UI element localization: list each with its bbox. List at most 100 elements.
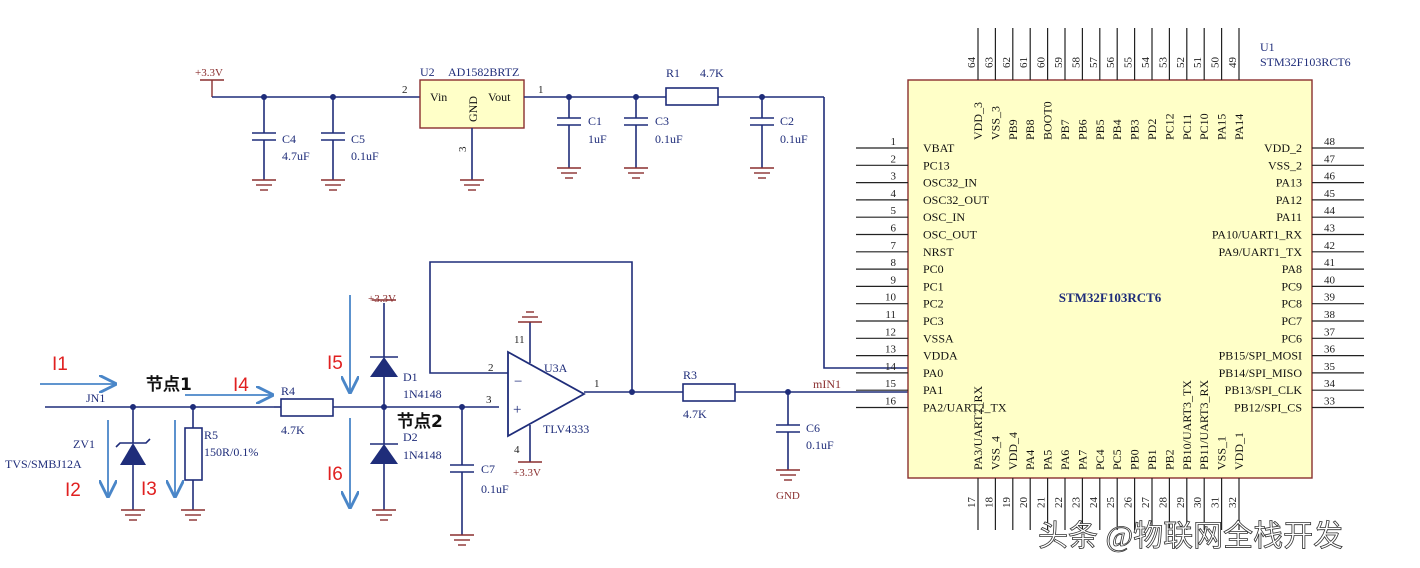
u1-part: STM32F103RCT6	[1260, 55, 1351, 69]
gnd-label: GND	[776, 490, 800, 502]
mcu-pin-name: PA5	[1041, 450, 1055, 470]
mcu-pin-name: PC0	[923, 262, 944, 276]
mcu-pin-name: PB10/UART3_TX	[1180, 380, 1194, 470]
mcu-pin-number: 62	[1001, 57, 1013, 68]
mcu-pin-number: 39	[1324, 292, 1336, 304]
c6-value: 0.1uF	[806, 438, 834, 452]
mcu-pin-number: 46	[1324, 171, 1336, 183]
mcu-pin-number: 13	[885, 344, 897, 356]
mcu-pin-number: 14	[885, 361, 897, 373]
mcu-pin-name: OSC32_IN	[923, 176, 977, 190]
mcu-pin-name: PB2	[1162, 449, 1176, 470]
mcu-pin-name: PA7	[1075, 450, 1089, 470]
mcu-pin-name: PC2	[923, 297, 944, 311]
mcu-pin-number: 16	[885, 396, 897, 408]
mcu-pin-number: 57	[1088, 57, 1100, 69]
mcu-pin-number: 47	[1324, 153, 1336, 165]
mcu-pin-number: 61	[1018, 57, 1030, 68]
mcu-pin-number: 25	[1105, 497, 1117, 509]
mcu-pin-name: PB4	[1110, 119, 1124, 140]
mcu-pin-name: VBAT	[923, 141, 955, 155]
mcu-pin-number: 38	[1324, 309, 1336, 321]
mcu-pin-number: 54	[1140, 57, 1152, 69]
d1-33v-label: +3.3V	[368, 293, 396, 305]
tvs-diode-zv1: ZV1 TVS/SMBJ12A	[5, 407, 151, 521]
mcu-pin-number: 51	[1192, 57, 1204, 68]
mcu-pin-number: 22	[1053, 497, 1065, 508]
r4-value: 4.7K	[281, 423, 305, 437]
mcu-pin-number: 9	[891, 274, 897, 286]
mcu-pin-name: PC10	[1197, 113, 1211, 140]
net-min1: mIN1	[813, 377, 841, 391]
mcu-pin-name: PB1	[1145, 449, 1159, 470]
mcu-pin-name: PA12	[1276, 193, 1302, 207]
u3a-33v-label: +3.3V	[513, 467, 541, 479]
capacitor-c7: C7 0.1uF	[450, 407, 509, 546]
c4-ref: C4	[282, 132, 296, 146]
mcu-pin-number: 8	[891, 257, 897, 269]
mcu-pin-number: 28	[1157, 497, 1169, 509]
mcu-pin-name: PC6	[1281, 331, 1302, 345]
mcu-pin-name: PC12	[1162, 113, 1176, 140]
r1-value: 4.7K	[700, 66, 724, 80]
mcu-pin-name: PC1	[923, 279, 944, 293]
mcu-pin-number: 36	[1324, 344, 1336, 356]
mcu-pin-number: 4	[891, 188, 897, 200]
c5-ref: C5	[351, 132, 365, 146]
mcu-pin-number: 17	[966, 497, 978, 509]
r5-ref: R5	[204, 428, 218, 442]
net-jn1: JN1	[86, 391, 105, 405]
mcu-pin-number: 55	[1123, 57, 1135, 69]
mcu-pin-number: 23	[1070, 497, 1082, 509]
current-i6: I6	[327, 464, 343, 485]
mcu-pin-number: 48	[1324, 136, 1336, 148]
mcu-pin-name: PC9	[1281, 279, 1302, 293]
mcu-pin-number: 60	[1036, 57, 1048, 69]
mcu-pin-number: 19	[1001, 497, 1013, 509]
mcu-pin-name: VSS_3	[988, 106, 1002, 140]
mcu-pin-number: 29	[1175, 497, 1187, 509]
d2-value: 1N4148	[403, 448, 442, 462]
mcu-pin-number: 56	[1105, 57, 1117, 69]
mcu-pin-name: VSSA	[923, 331, 954, 345]
mcu-pin-number: 11	[885, 309, 896, 321]
mcu-pin-name: VSS_1	[1215, 436, 1229, 470]
capacitor-c5: C5 0.1uF	[321, 97, 379, 191]
c6-ref: C6	[806, 421, 820, 435]
mcu-pin-name: PA0	[923, 366, 943, 380]
mcu-pin-name: PC5	[1110, 449, 1124, 470]
mcu-pin-number: 31	[1210, 497, 1222, 508]
mcu-pin-name: PC11	[1180, 114, 1194, 140]
d2-ref: D2	[403, 430, 418, 444]
diode-d2: D2 1N4148	[370, 407, 442, 521]
mcu-pin-name: PA13	[1276, 176, 1302, 190]
mcu-pin-number: 10	[885, 292, 897, 304]
mcu-pin-name: PA15	[1215, 114, 1229, 140]
capacitor-c1: C1 1uF	[557, 97, 607, 179]
mcu-pin-name: PA8	[1282, 262, 1302, 276]
c3-ref: C3	[655, 114, 669, 128]
zv1-ref: ZV1	[73, 437, 95, 451]
mcu-pin-number: 21	[1036, 497, 1048, 508]
mcu-pin-number: 49	[1227, 57, 1239, 69]
mcu-pin-number: 45	[1324, 188, 1336, 200]
capacitor-c3: C3 0.1uF	[624, 97, 683, 179]
u2-pin3: 3	[457, 146, 469, 152]
mcu-pin-number: 37	[1324, 326, 1336, 338]
current-i2: I2	[65, 480, 81, 501]
mcu-pin-number: 30	[1192, 497, 1204, 509]
mcu-pin-name: PB9	[1006, 119, 1020, 140]
mcu-pin-name: PB6	[1075, 119, 1089, 140]
mcu-pin-name: PB12/SPI_CS	[1234, 401, 1302, 415]
u3a-part: TLV4333	[543, 422, 589, 436]
mcu-pin-number: 40	[1324, 274, 1336, 286]
u3a-pin2: 2	[488, 362, 494, 374]
resistor-r5: R5 150R/0.1%	[181, 407, 258, 521]
mcu-pin-name: PB13/SPI_CLK	[1225, 383, 1303, 397]
d1-ref: D1	[403, 370, 418, 384]
mcu-pin-name: PB3	[1128, 119, 1142, 140]
c5-value: 0.1uF	[351, 149, 379, 163]
u3a-pin11: 11	[514, 334, 525, 346]
